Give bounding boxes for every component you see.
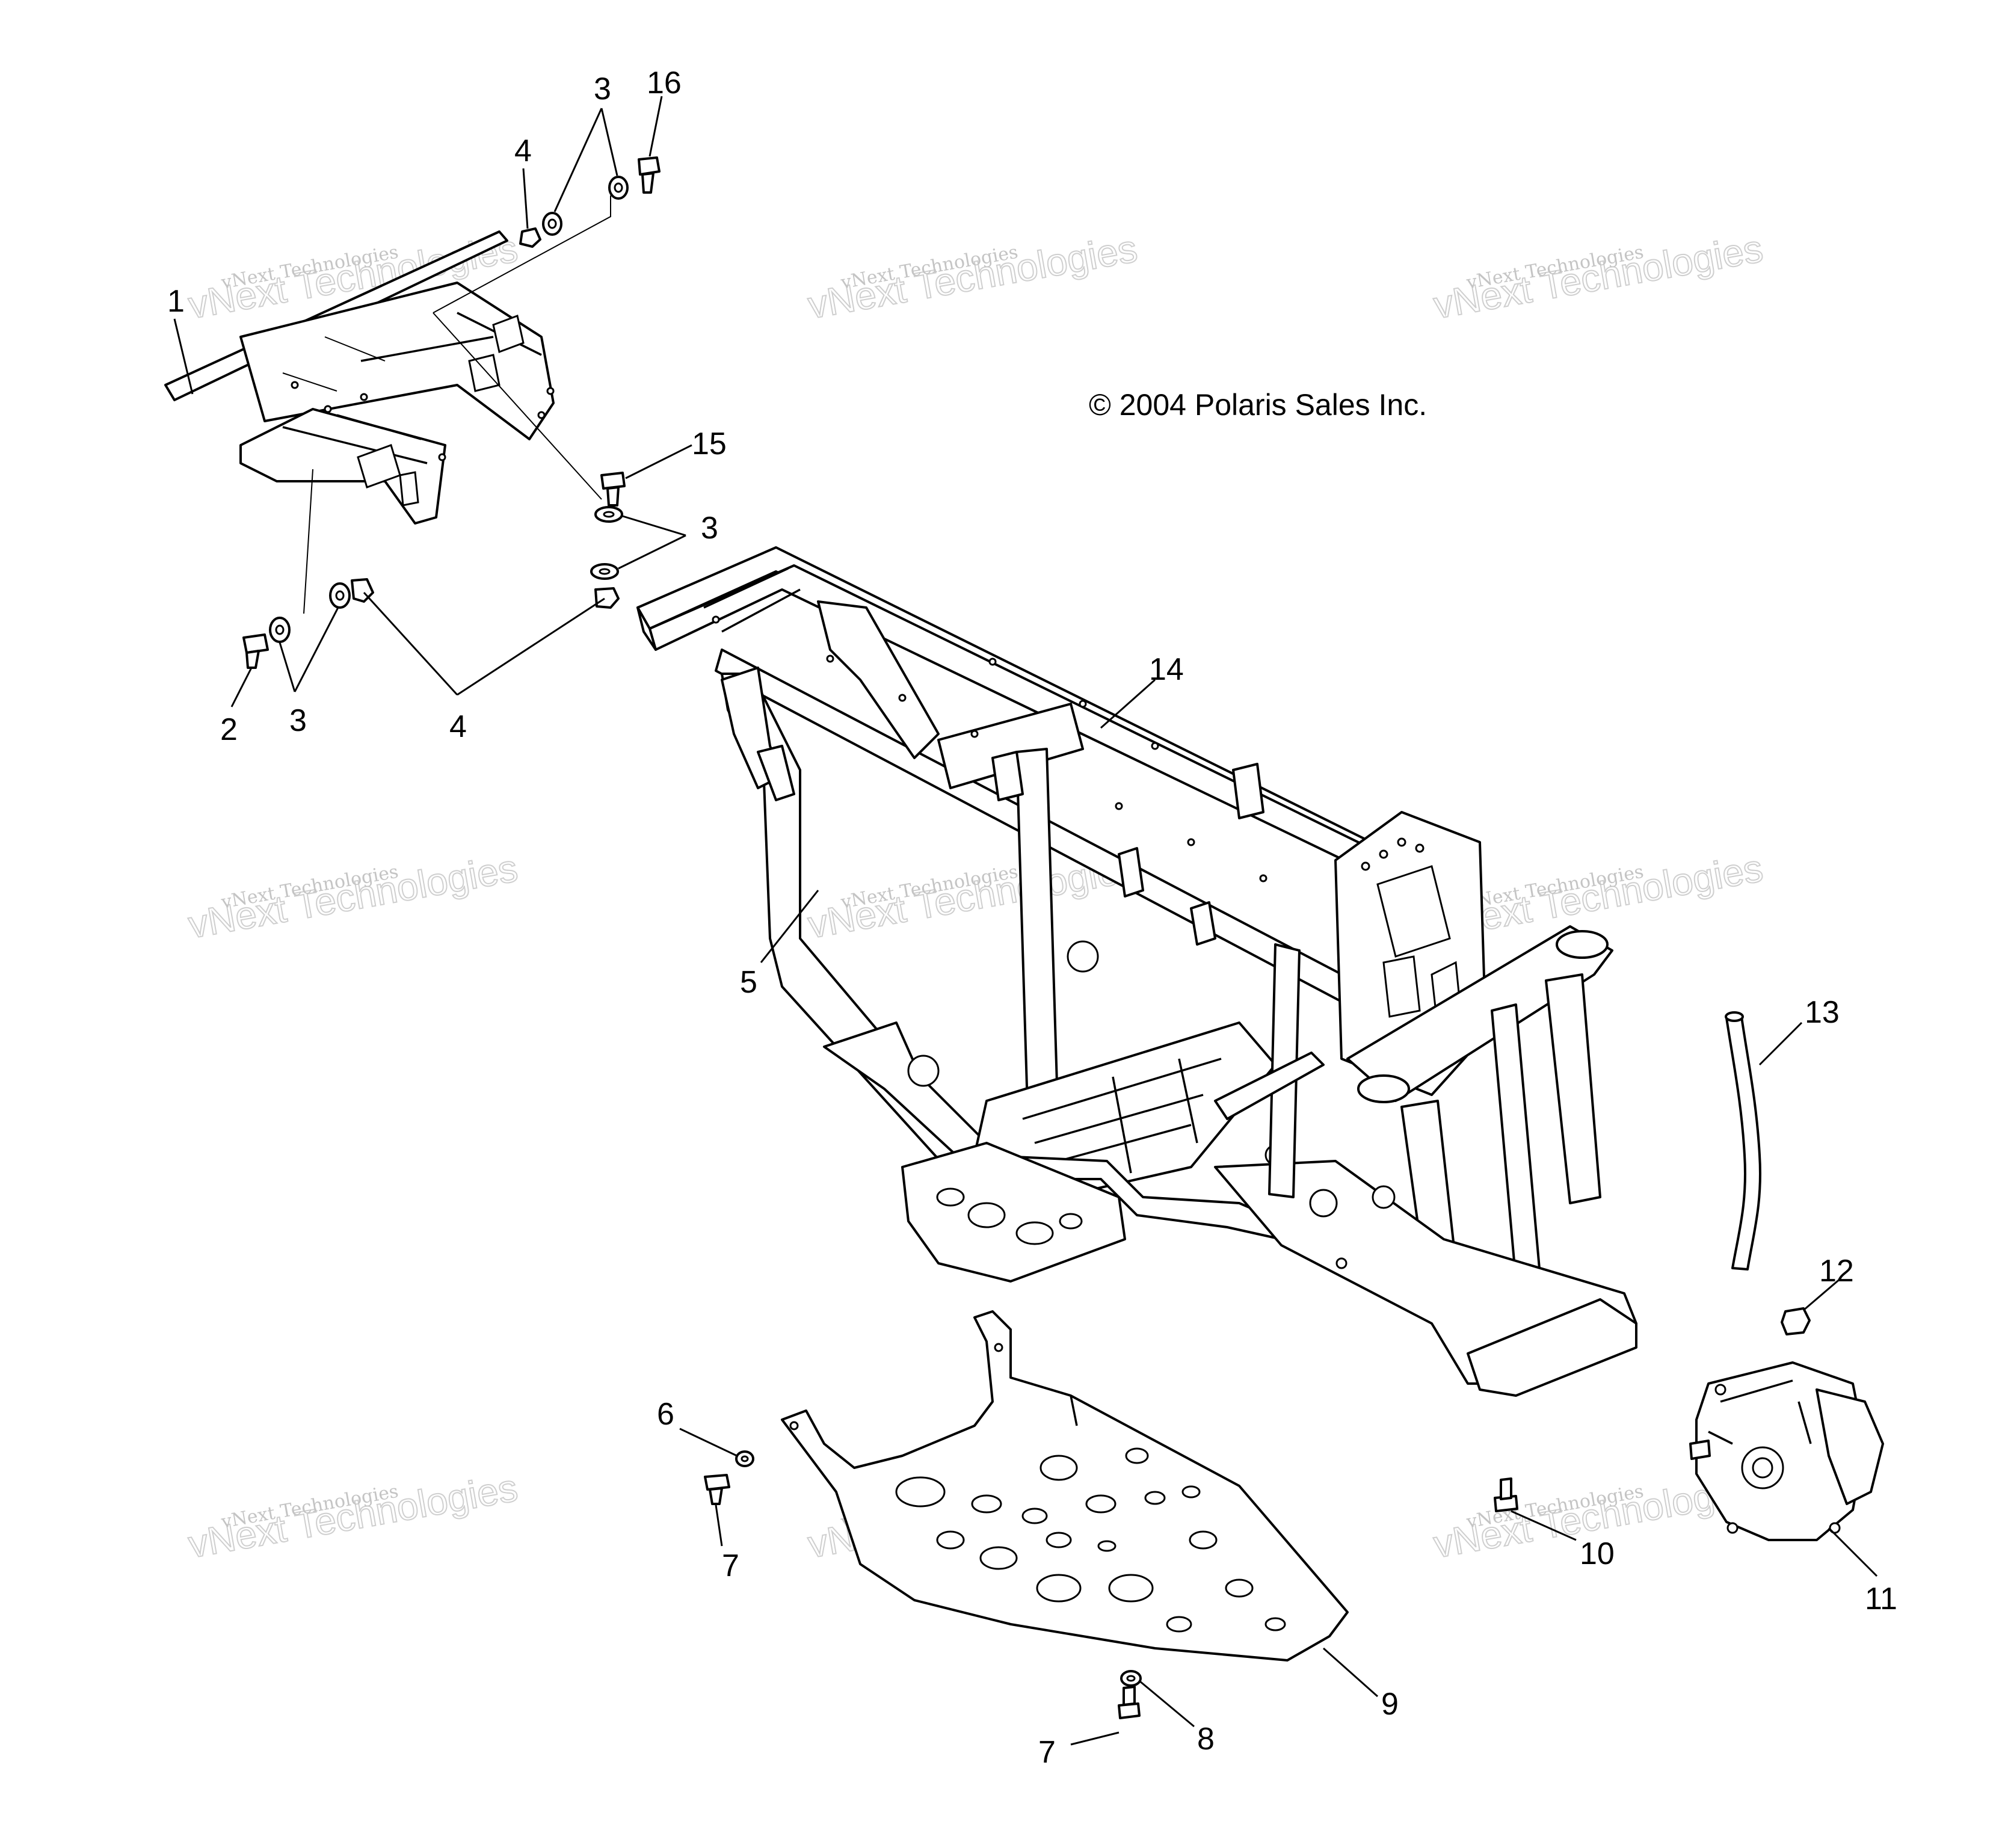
leader-lines bbox=[173, 96, 1878, 1746]
fasteners-middle bbox=[590, 472, 626, 609]
callout-2: 2 bbox=[220, 712, 238, 747]
assembly-line bbox=[433, 312, 602, 500]
front-bracket-assembly bbox=[164, 230, 555, 525]
callout-13: 13 bbox=[1805, 995, 1840, 1030]
callout-11: 11 bbox=[1865, 1582, 1897, 1616]
skid-plate-fasteners bbox=[704, 1450, 1142, 1719]
watermark: vNext Technologies vNext Technologies bbox=[804, 226, 1141, 328]
callout-9: 9 bbox=[1381, 1687, 1399, 1722]
fasteners-upper bbox=[519, 156, 661, 248]
callout-3: 3 bbox=[594, 72, 611, 106]
callout-3: 3 bbox=[289, 703, 307, 738]
fasteners-lower-left bbox=[242, 578, 374, 669]
callout-5: 5 bbox=[740, 965, 757, 1000]
callout-7: 7 bbox=[1038, 1735, 1056, 1770]
fastener-10 bbox=[1494, 1477, 1518, 1512]
callout-4: 4 bbox=[449, 709, 467, 744]
watermark: vNext Technologies vNext Technologies bbox=[185, 1465, 522, 1567]
watermark: vNext Technologies vNext Technologies bbox=[1430, 226, 1767, 328]
copyright-notice: © 2004 Polaris Sales Inc. bbox=[1089, 388, 1427, 422]
assembly-line bbox=[433, 196, 611, 313]
callout-15: 15 bbox=[692, 427, 727, 461]
callout-4: 4 bbox=[514, 134, 532, 168]
watermark: vNext Technologies vNext Technologies bbox=[185, 846, 522, 947]
callout-14: 14 bbox=[1149, 652, 1184, 687]
callout-10: 10 bbox=[1580, 1536, 1615, 1571]
callout-labels: 1 2 3 3 3 3 4 4 4 5 6 7 7 8 9 10 11 12 1… bbox=[167, 66, 1897, 1770]
callout-16: 16 bbox=[647, 66, 682, 100]
assembly-line bbox=[303, 469, 313, 614]
plug-12 bbox=[1781, 1307, 1811, 1335]
skid-plate bbox=[781, 1310, 1349, 1662]
callout-3: 3 bbox=[701, 511, 718, 546]
gearcase bbox=[1689, 1361, 1884, 1541]
callout-7: 7 bbox=[722, 1548, 739, 1583]
callout-8: 8 bbox=[1197, 1722, 1215, 1757]
vent-hose bbox=[1725, 1015, 1761, 1270]
main-frame bbox=[636, 546, 1637, 1397]
callout-1: 1 bbox=[167, 284, 185, 319]
callout-12: 12 bbox=[1819, 1254, 1854, 1289]
callout-6: 6 bbox=[657, 1397, 674, 1432]
